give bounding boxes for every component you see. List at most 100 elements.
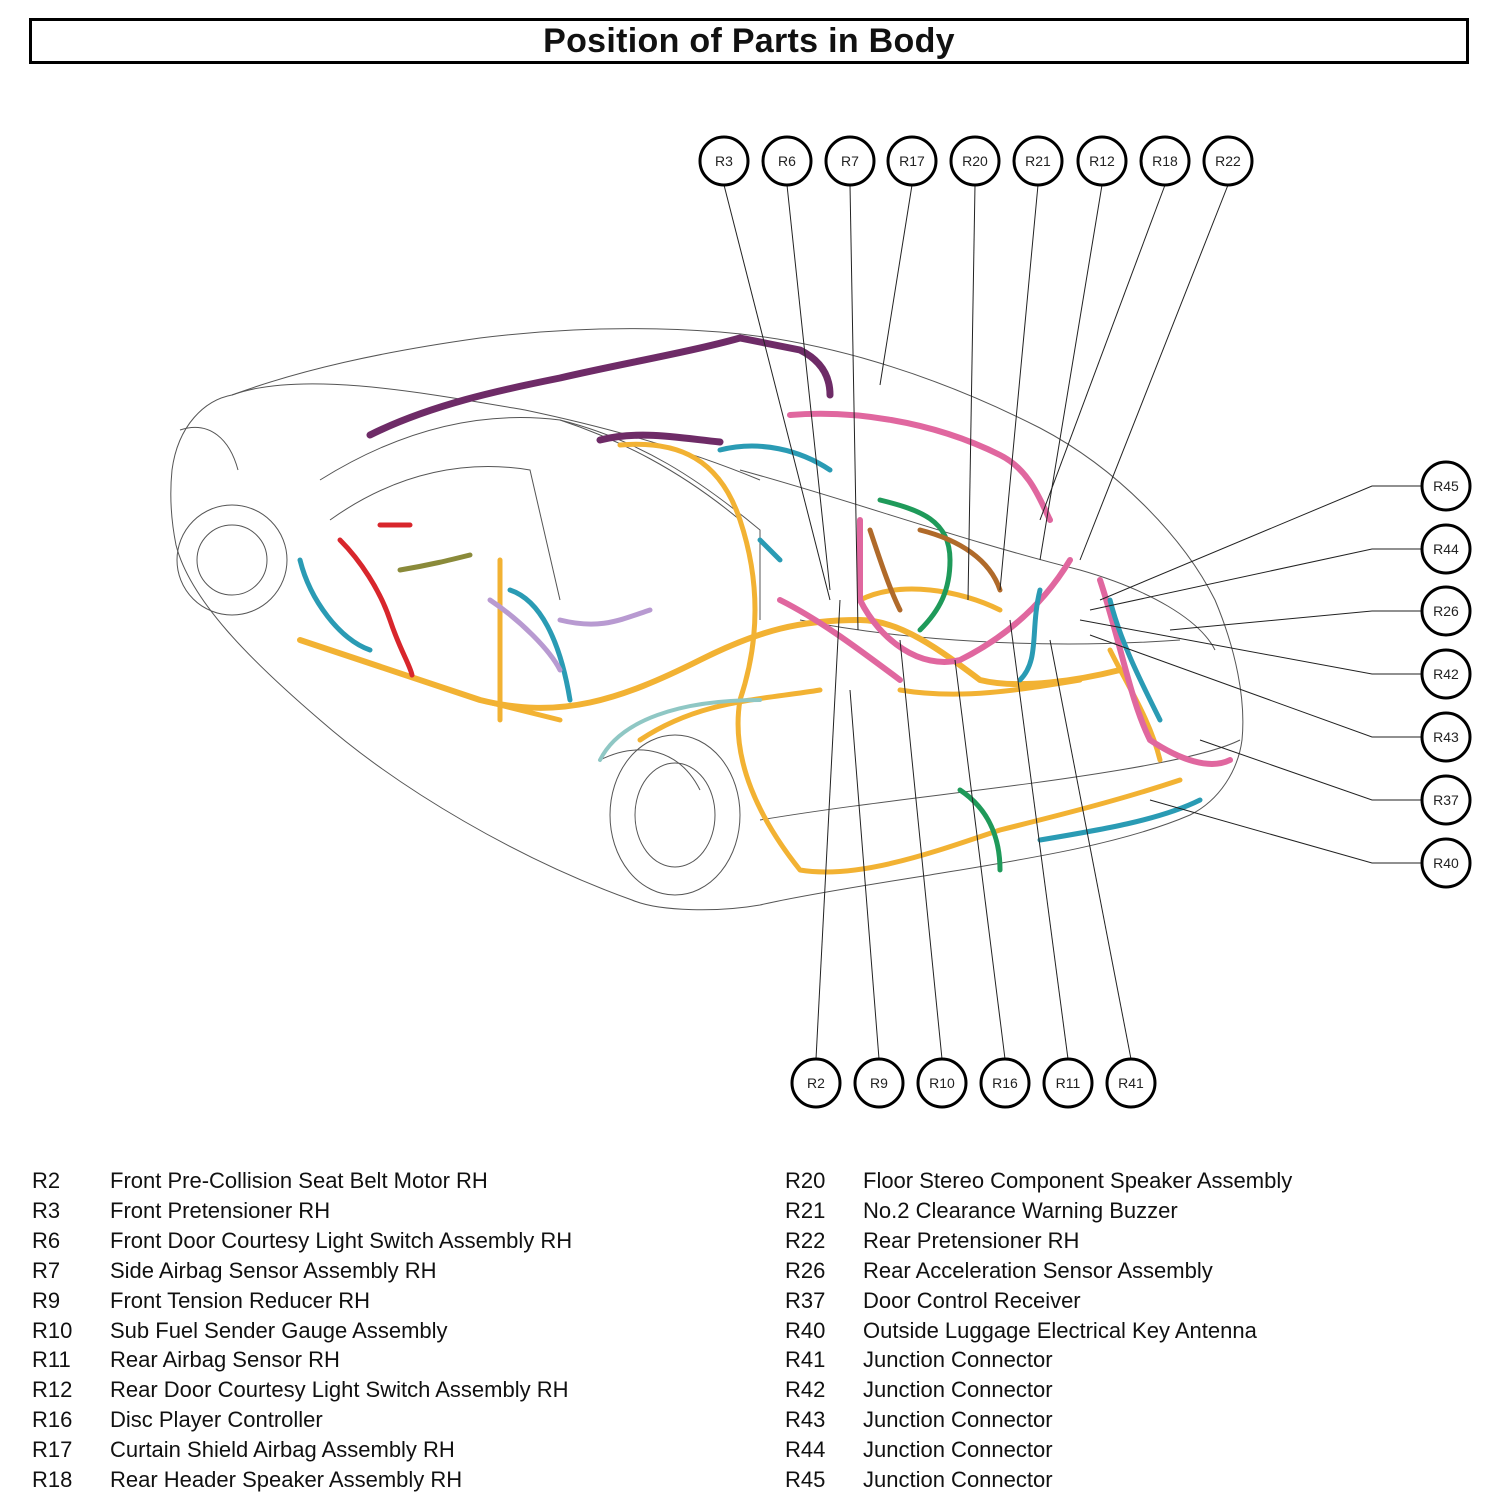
callout-r11: R11 [1042,1057,1094,1109]
legend-description: Rear Acceleration Sensor Assembly [863,1257,1213,1283]
legend-code: R2 [32,1168,61,1193]
callout-label: R12 [1089,153,1115,169]
harness-pale-teal [598,698,762,762]
callout-label: R40 [1433,855,1459,871]
callout-r22: R22 [1202,135,1254,187]
callout-leader-lines [723,184,1422,1060]
callout-r10: R10 [916,1057,968,1109]
leader-line-r45 [1099,485,1422,601]
callout-circle [1076,135,1128,187]
legend-code: R12 [32,1377,73,1403]
callout-circle [949,135,1001,187]
legend-description: Rear Airbag Sensor RH [110,1347,340,1373]
leader-line-r44 [1089,548,1422,611]
leader-line-r42 [1079,619,1422,675]
legend-description: No.2 Clearance Warning Buzzer [863,1197,1178,1223]
callout-circle [1420,460,1472,512]
leader-line-r40 [1149,799,1422,864]
wire-harness-group [297,334,1233,875]
legend-code: R11 [32,1347,71,1373]
callout-r16: R16 [979,1057,1031,1109]
callout-circle [1202,135,1254,187]
leader-line-r37 [1199,739,1422,801]
legend-code: R7 [32,1257,61,1283]
callout-circle [824,135,876,187]
harness-lavender [487,597,653,673]
callout-label: R9 [870,1075,888,1091]
leader-line-r22 [1079,184,1229,561]
leader-line-r26 [1169,610,1422,631]
legend-row: R26 Rear Acceleration Sensor Assembly [785,1256,1292,1286]
callout-label: R11 [1056,1075,1081,1091]
legend-code: R41 [785,1347,826,1373]
callout-circle [1420,837,1472,889]
legend-description: Front Door Courtesy Light Switch Assembl… [110,1227,573,1253]
title-box: Position of Parts in Body [29,18,1469,64]
callout-label: R3 [715,153,733,169]
callout-r7: R7 [824,135,876,187]
legend-code: R17 [32,1437,73,1463]
callout-circle [1420,523,1472,575]
harness-main-floor [477,557,823,743]
callout-r41: R41 [1105,1057,1157,1109]
callout-label: R26 [1433,603,1459,619]
callout-circle [1139,135,1191,187]
callout-r26: R26 [1420,585,1472,637]
legend-description: Curtain Shield Airbag Assembly RH [110,1437,455,1463]
leader-line-r21 [999,184,1039,591]
callout-label: R16 [992,1075,1018,1091]
legend-row: R21 No.2 Clearance Warning Buzzer [785,1196,1292,1226]
callout-label: R10 [929,1075,955,1091]
legend-code: R26 [785,1257,826,1283]
harness-main-roof [617,441,1183,875]
callout-circle [1012,135,1064,187]
legend-code: R37 [785,1287,826,1313]
callout-circle [1105,1057,1157,1109]
callout-label: R44 [1433,541,1459,557]
harness-pink [777,410,1233,767]
callout-circle [698,135,750,187]
leader-line-r17 [879,184,913,386]
leader-line-r18 [1039,184,1166,521]
callout-circle [1420,648,1472,700]
callout-label: R43 [1433,729,1459,745]
callout-r17: R17 [886,135,938,187]
callout-circle [761,135,813,187]
callout-circle [886,135,938,187]
legend-row: R20 Floor Stereo Component Speaker Assemb… [785,1166,1292,1196]
callout-r18: R18 [1139,135,1191,187]
legend-code: R20 [785,1168,826,1193]
leader-line-r7 [849,184,859,631]
callout-r44: R44 [1420,523,1472,575]
legend-code: R44 [785,1437,826,1463]
leader-line-r16 [954,659,1006,1060]
callout-circle [1420,711,1472,763]
harness-brown [867,527,1003,613]
callout-r37: R37 [1420,774,1472,826]
legend-description: Floor Stereo Component Speaker Assembly [863,1168,1293,1193]
legend-code: R40 [785,1317,826,1343]
legend-code: R21 [785,1197,826,1223]
callout-label: R2 [807,1075,825,1091]
legend-description: Sub Fuel Sender Gauge Assembly [110,1317,448,1343]
callout-circle [916,1057,968,1109]
callout-label: R22 [1215,153,1241,169]
legend-description: Front Tension Reducer RH [110,1287,371,1313]
callout-r2: R2 [790,1057,842,1109]
legend-description: Disc Player Controller [110,1407,323,1433]
harness-green [877,497,1003,873]
callout-circle [979,1057,1031,1109]
callout-label: R42 [1433,666,1459,682]
callout-label: R7 [841,153,859,169]
callout-label: R41 [1118,1075,1144,1091]
legend-description: Junction Connector [863,1377,1053,1403]
